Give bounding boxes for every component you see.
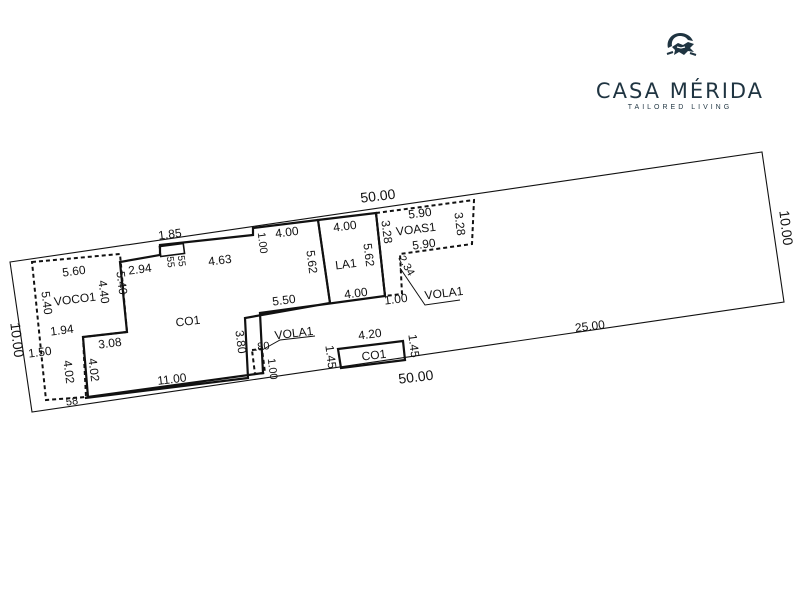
dimension-label-d-234: 2.34 (396, 254, 417, 279)
dimension-label-d-463: 4.63 (207, 252, 232, 269)
dimension-label-d-400-la-bottom: 4.00 (343, 285, 368, 302)
dimension-label-d-562-a: 5.62 (303, 249, 320, 274)
lion-crest-icon (666, 33, 697, 56)
vola1-lower-outline (250, 347, 267, 376)
dimension-label-d-58: 58 (65, 395, 79, 408)
dimension-label-d-402-a: 4.02 (85, 357, 102, 382)
dimension-label-d-420: 4.20 (357, 326, 382, 343)
dimension-label-d-380: 3.80 (232, 329, 249, 354)
dimension-label-d-55-b: 55 (175, 255, 187, 268)
brand-name: CASA MÉRIDA (595, 79, 765, 103)
dimension-label-d-550: 5.50 (271, 292, 296, 309)
brand-logo: CASA MÉRIDA TAILORED LIVING (560, 28, 800, 118)
dimension-label-d-308: 3.08 (97, 335, 122, 352)
dimension-label-d-185: 1.85 (157, 226, 182, 243)
vola1-upper-leader (399, 267, 461, 306)
dimension-label-d-80: .80 (254, 340, 271, 354)
voco1-outline (30, 252, 129, 402)
dimension-label-d-562-b: 5.62 (360, 242, 377, 267)
dimension-label-lot-length-bottom: 50.00 (397, 367, 434, 387)
dimension-label-d-328-a: 3.28 (378, 219, 395, 244)
wall-la1-east (375, 212, 386, 297)
dimension-label-d-194: 1.94 (49, 322, 74, 339)
dimension-label-d-294: 2.94 (127, 261, 152, 278)
dimension-label-d-145-a: 1.45 (405, 333, 422, 358)
dimension-label-d-328-b: 3.28 (451, 211, 468, 236)
dimension-label-d-55-a: 55 (164, 256, 176, 269)
brand-tagline: TAILORED LIVING (627, 104, 733, 111)
lot-boundary (9, 151, 785, 413)
notch-rect (158, 242, 186, 258)
dimension-label-rear-yard: 25.00 (574, 317, 606, 335)
zone-label-vola1-upper: VOLA1 (424, 284, 464, 303)
zone-label-vola1-lower: VOLA1 (274, 324, 314, 343)
dimension-label-d-540-a: 5.40 (113, 270, 130, 295)
plan-labels: 50.00 50.00 10.00 10.00 25.00 1.85 4.00 1.00 4.6… (7, 186, 796, 409)
zone-label-co1-small: CO1 (361, 347, 388, 364)
dimension-label-d-100-top: 1.00 (255, 232, 270, 255)
dimension-label-lot-width-right: 10.00 (776, 209, 796, 246)
wall-la1-divider (317, 219, 331, 304)
dimension-label-d-400-la: 4.00 (332, 218, 357, 235)
zone-label-la1: LA1 (334, 256, 357, 273)
dimension-label-d-400-top: 4.00 (274, 224, 299, 241)
plan-dashed-areas (30, 198, 476, 402)
vola1-lower-leader (261, 335, 316, 351)
dimension-label-d-145-b: 1.45 (322, 344, 339, 369)
building-co1-small-outline (336, 339, 407, 370)
dimension-label-d-560: 5.60 (61, 263, 86, 280)
dimension-label-d-590-bottom: 5.90 (411, 236, 436, 253)
dimension-label-d-590-top: 5.90 (407, 205, 432, 222)
zone-label-voas1: VOAS1 (395, 220, 437, 239)
dimension-label-lot-length-top: 50.00 (359, 186, 396, 206)
dimension-label-d-150: 1.50 (27, 344, 52, 361)
zone-label-co1-main: CO1 (175, 313, 202, 330)
building-co1-outline (84, 211, 387, 400)
dimension-label-d-540-voco: 5.40 (38, 290, 55, 315)
dimension-label-d-100-b: 1.00 (265, 358, 280, 381)
zone-label-voco1: VOCO1 (53, 290, 97, 309)
dimension-label-d-1100: 11.00 (157, 370, 188, 387)
dimension-label-d-100-vola: 1.00 (383, 291, 408, 308)
dimension-label-d-402-b: 4.02 (60, 359, 77, 384)
dimension-label-lot-width-left: 10.00 (7, 321, 27, 358)
plan-leaders (261, 267, 461, 351)
dimension-label-d-440: 4.40 (95, 279, 112, 304)
voas1-outline (374, 198, 476, 298)
